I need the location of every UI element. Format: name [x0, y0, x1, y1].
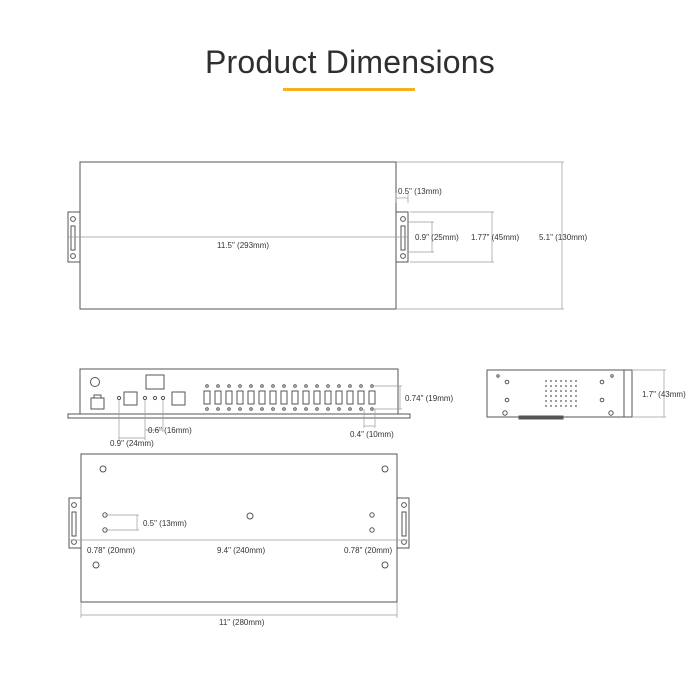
top-length-label: 11.5" (293mm)	[217, 241, 269, 250]
side-view-dimensions	[632, 369, 666, 418]
front-view-dimensions	[118, 385, 402, 440]
front-usb-offset-label: 0.9" (24mm)	[110, 439, 154, 448]
bottom-length-label: 11" (280mm)	[219, 618, 265, 627]
top-bracket-edge-label: 0.5" (13mm)	[398, 187, 442, 196]
power-jack	[145, 374, 165, 390]
page-title: Product Dimensions	[205, 44, 495, 80]
bottom-view-body	[80, 453, 398, 603]
bottom-hole-offset-label: 0.5" (13mm)	[143, 519, 187, 528]
bottom-view-left-bracket	[68, 497, 81, 549]
power-led	[90, 377, 100, 387]
top-view-dimensions	[68, 161, 564, 310]
front-view	[67, 368, 411, 419]
top-view	[67, 161, 409, 310]
front-button-spacing-label: 0.6" (16mm)	[148, 426, 192, 435]
usb-b-port-2	[171, 391, 186, 406]
top-hole-spacing-label: 0.9" (25mm)	[415, 233, 459, 242]
bottom-view-dimensions	[69, 514, 409, 618]
bottom-view-right-bracket	[397, 497, 410, 549]
side-view-body	[486, 369, 625, 418]
usb-led-row	[205, 384, 374, 411]
title-underline	[283, 88, 415, 91]
front-view-flange	[67, 413, 411, 419]
usb-b-port	[123, 391, 138, 406]
front-port-height-label: 0.74" (19mm)	[405, 394, 454, 403]
bottom-view	[68, 453, 410, 603]
top-bracket-height-label: 1.77" (45mm)	[471, 233, 520, 242]
usb-port-row	[203, 390, 376, 405]
side-height-label: 1.7" (43mm)	[642, 390, 686, 399]
foot-hole	[99, 465, 107, 473]
bottom-hole-span-label: 9.4" (240mm)	[217, 546, 266, 555]
bottom-right-margin-label: 0.78" (20mm)	[344, 546, 393, 555]
front-port-pitch-label: 0.4" (10mm)	[350, 430, 394, 439]
top-view-body	[79, 161, 397, 310]
top-width-label: 5.1" (130mm)	[539, 233, 588, 242]
host-port	[90, 397, 105, 410]
bottom-left-margin-label: 0.78" (20mm)	[87, 546, 136, 555]
side-view	[486, 369, 633, 420]
vent-grid	[545, 380, 577, 407]
